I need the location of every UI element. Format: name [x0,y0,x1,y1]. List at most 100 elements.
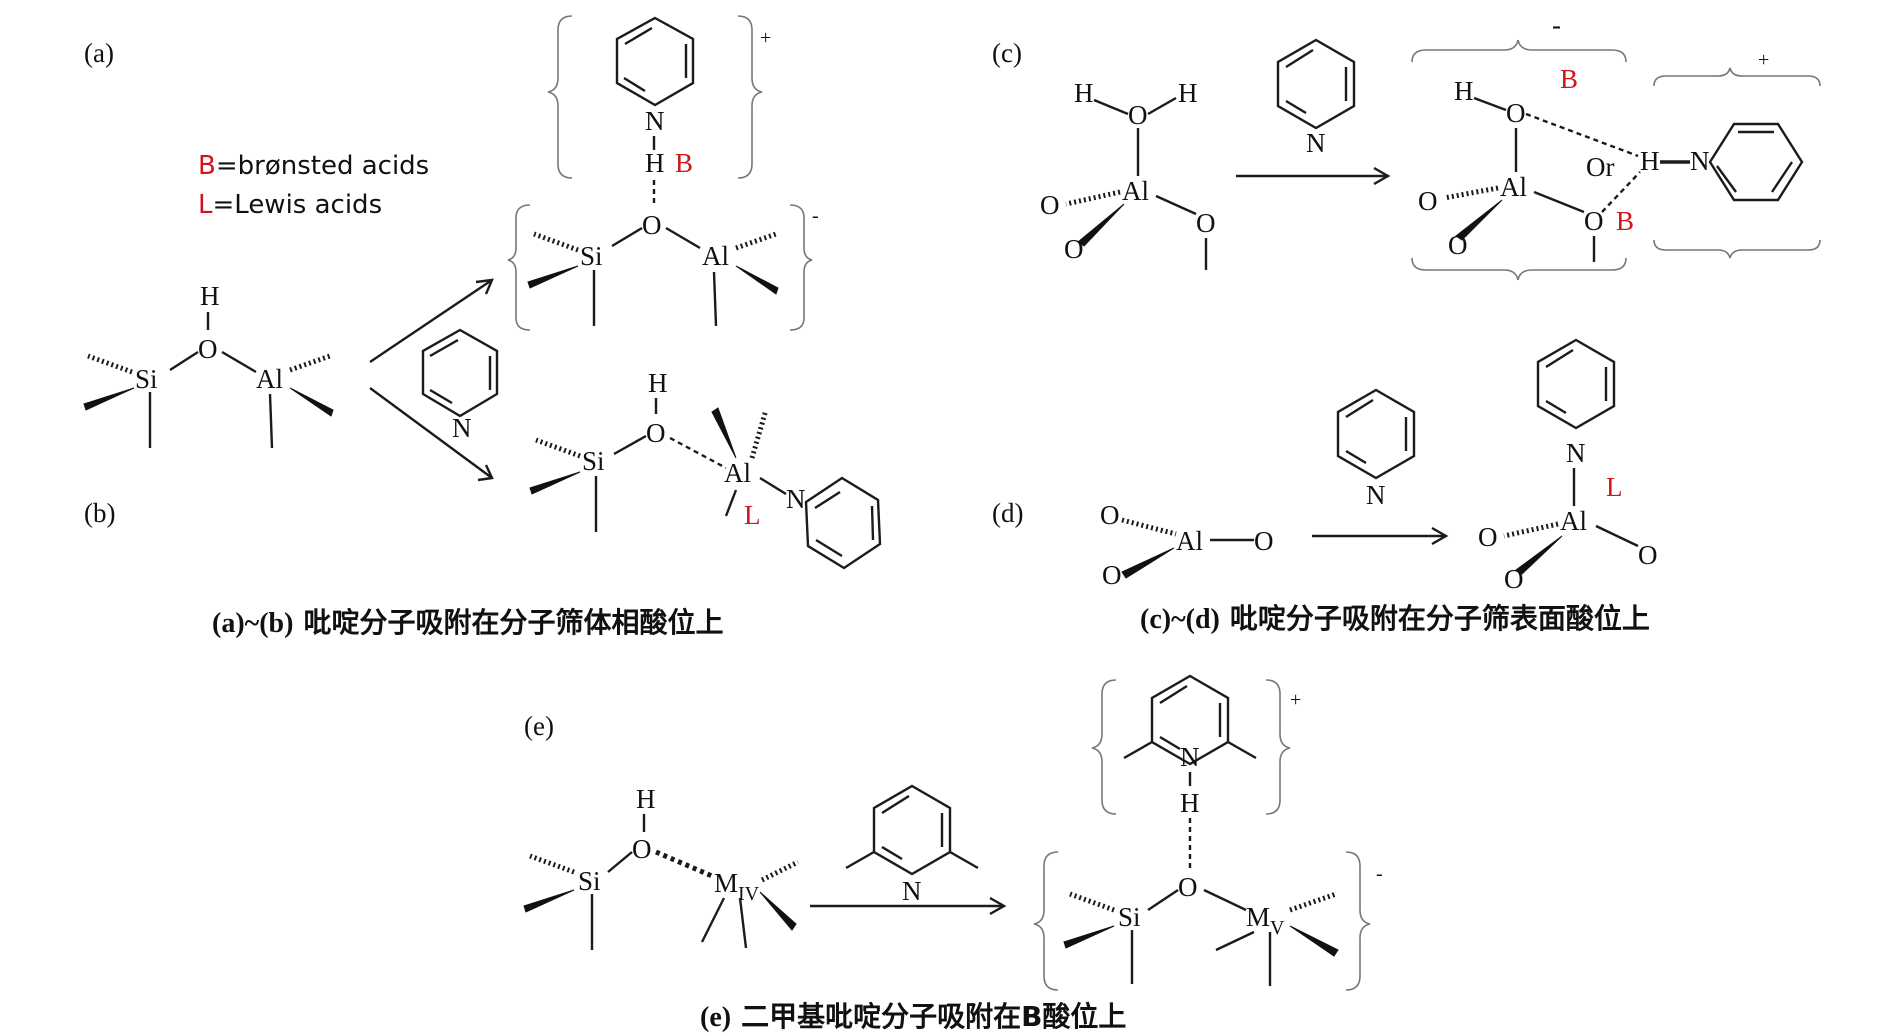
atom-m-v: MV [1246,902,1285,939]
reactant-si-oh-al: H O Si Al [83,281,334,449]
atom-h: H [1178,78,1198,108]
panel-label-d: (d) [992,498,1023,528]
arrowhead-a [475,278,494,295]
caption-e-prefix: (e) [700,1002,731,1033]
atom-o: O [1584,206,1604,236]
caption-ab: (a)~(b) 吡啶分子吸附在分子筛体相酸位上 [212,606,723,639]
caption-cd-prefix: (c)~(d) [1140,604,1220,635]
product-e-lutidinium: + N H [1091,674,1301,868]
atom-o: O [646,418,666,448]
charge-minus: - [812,205,819,227]
charge-plus: + [760,27,771,49]
atom-n: N [1690,146,1710,176]
atom-h: H [1074,78,1094,108]
panel-label-c: (c) [992,38,1022,68]
atom-si: Si [582,446,605,476]
panel-label-b: (b) [84,498,115,528]
atom-o: O [1196,208,1216,238]
atom-o: O [1448,230,1468,260]
atom-o: O [632,834,652,864]
atom-o: O [1478,522,1498,552]
site-label-b: B [1616,206,1634,236]
legend-b-key: B [198,151,216,181]
atom-o: O [1178,872,1198,902]
label-or: Or [1586,152,1615,182]
arrowhead-c [1373,166,1391,186]
legend-l-key: L [198,190,213,220]
atom-al: Al [1176,526,1203,556]
legend-l-line: L=Lewis acids [198,190,382,220]
site-label-l: L [1606,472,1623,502]
atom-h: H [648,368,668,398]
atom-n: N [786,484,806,514]
atom-si: Si [580,241,603,271]
caption-cd: (c)~(d) 吡啶分子吸附在分子筛表面酸位上 [1140,602,1650,635]
atom-al: Al [702,241,729,271]
arrow-to-b [369,387,493,479]
atom-al: Al [724,458,751,488]
reactant-c-al-oh2: H O H Al O O O [1040,78,1216,270]
caption-e-text: 二甲基吡啶分子吸附在B酸位上 [741,1000,1126,1033]
atom-n: N [1566,438,1586,468]
atom-o: O [1100,500,1120,530]
pyridine-reagent-d: N [1336,388,1416,510]
lutidine-reagent-e: N [845,784,979,906]
charge-minus: - [1552,10,1561,40]
atom-n: N [1306,128,1326,158]
caption-cd-text: 吡啶分子吸附在分子筛表面酸位上 [1230,602,1650,635]
atom-h: H [636,784,656,814]
arrowhead-e [989,896,1007,916]
atom-si: Si [578,866,601,896]
arrowhead-d [1431,526,1449,546]
atom-h: H [1454,76,1474,106]
reactant-d-lewis-al: O Al O O [1100,500,1274,590]
atom-o: O [1638,540,1658,570]
atom-si: Si [1118,902,1141,932]
atom-n: N [452,413,472,443]
atom-o: O [1064,234,1084,264]
legend-b-text: =brønsted acids [216,151,429,181]
caption-ab-text: 吡啶分子吸附在分子筛体相酸位上 [303,606,723,639]
product-c-surface-bronsted: - H O B Al O O O B Or H N + [1411,10,1821,281]
atom-n: N [1366,480,1386,510]
legend-b-line: B=brønsted acids [198,151,429,181]
caption-e: (e) 二甲基吡啶分子吸附在B酸位上 [700,1000,1126,1033]
atom-o: O [642,210,662,240]
atom-al: Al [256,364,283,394]
atom-al: Al [1500,172,1527,202]
pyridine-reagent-c: N [1276,38,1356,158]
reactant-e-si-oh-m: H O Si MIV [523,784,800,950]
atom-h: H [645,148,665,178]
atom-o: O [1102,560,1122,590]
charge-minus: - [1376,863,1383,885]
atom-o: O [1504,564,1524,594]
charge-plus: + [1758,49,1769,71]
acid-legend: B=brønsted acids L=Lewis acids [198,151,429,220]
arrowhead-b [477,464,494,482]
product-b-lewis: H O Si Al L N [529,368,882,570]
atom-o: O [1418,186,1438,216]
pyridine-reagent-ab: N [421,328,499,443]
atom-h: H [1180,788,1200,818]
atom-n: N [1180,742,1200,772]
site-label-l: L [744,500,761,530]
atom-al: Al [1560,506,1587,536]
panel-label-a: (a) [84,38,114,68]
site-label-b: B [1560,64,1578,94]
product-a-bronsted: + N H B - O Si Al [507,15,819,331]
panel-label-e: (e) [524,711,554,741]
legend-l-text: =Lewis acids [213,190,383,220]
charge-plus: + [1290,689,1301,711]
atom-n: N [902,876,922,906]
atom-al: Al [1122,176,1149,206]
atom-h: H [200,281,220,311]
atom-n: N [645,106,665,136]
caption-ab-prefix: (a)~(b) [212,608,293,639]
atom-o: O [1254,526,1274,556]
site-label-b: B [675,148,693,178]
product-d-surface-lewis: N L Al O O O [1478,338,1658,594]
atom-h: H [1640,146,1660,176]
atom-o: O [198,334,218,364]
atom-o: O [1506,98,1526,128]
